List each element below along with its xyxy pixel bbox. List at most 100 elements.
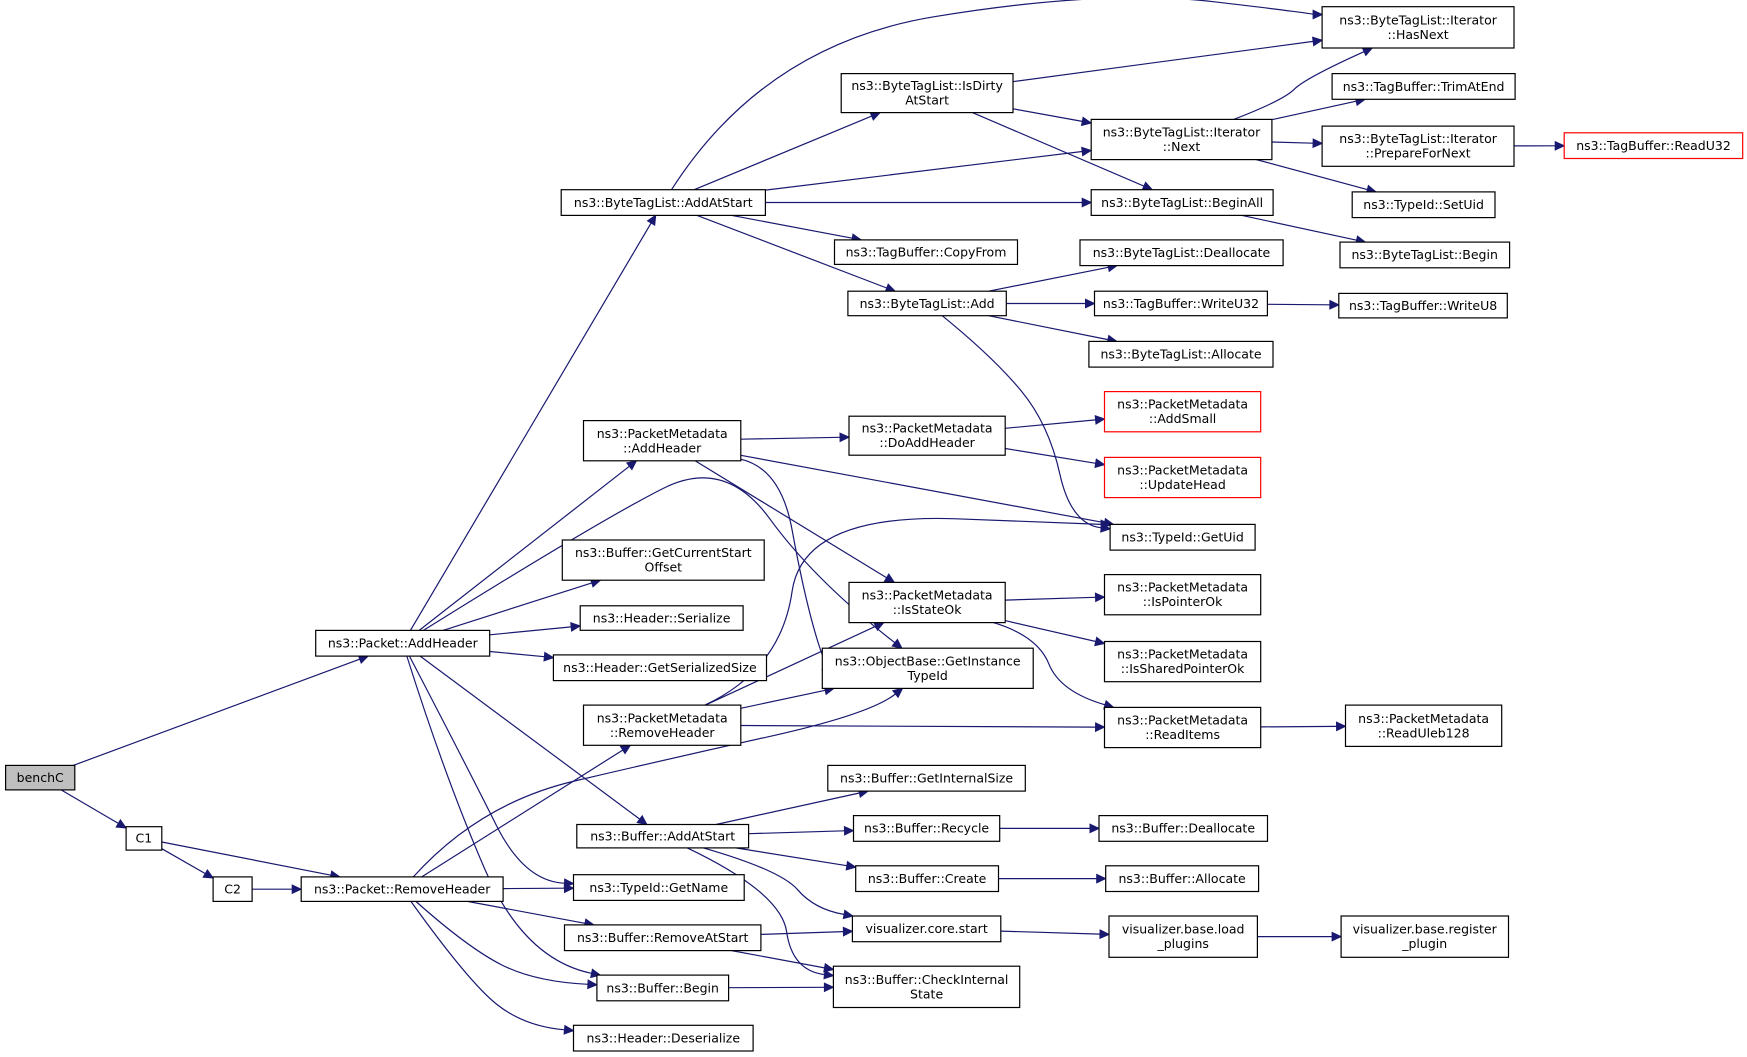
node-label: ::RemoveHeader [610,725,716,740]
node-c2[interactable]: C2 [212,876,253,903]
node-box [561,539,765,581]
node-label: ns3::ByteTagList::IsDirty [851,78,1003,93]
call-edge [1255,158,1368,191]
node-packetmetadata-readuleb128[interactable]: ns3::PacketMetadata::ReadUleb128 [1344,704,1503,747]
node-header-getserializedsize[interactable]: ns3::Header::GetSerializedSize [552,654,768,682]
node-bytetaglist-iterator-hasnext[interactable]: ns3::ByteTagList::Iterator::HasNext [1321,6,1515,49]
node-buffer-allocate[interactable]: ns3::Buffer::Allocate [1105,865,1260,893]
arrowhead-icon [1081,146,1093,157]
node-box [552,654,768,682]
node-packet-removeheader[interactable]: ns3::Packet::RemoveHeader [300,876,504,903]
node-box [1090,118,1273,161]
node-label: ::IsPointerOk [1143,594,1223,609]
node-tagbuffer-trimatend[interactable]: ns3::TagBuffer::TrimAtEnd [1331,72,1516,100]
arrowhead-icon [1094,592,1106,603]
node-buffer-getinternalsize[interactable]: ns3::Buffer::GetInternalSize [827,764,1026,792]
node-label: ns3::ByteTagList::Iterator [1339,131,1497,146]
node-typeid-getname[interactable]: ns3::TypeId::GetName [572,874,745,902]
node-buffer-removeatstart[interactable]: ns3::Buffer::RemoveAtStart [563,924,762,952]
node-label: ns3::PacketMetadata [1117,397,1248,412]
call-edge [694,460,887,579]
node-typeid-setuid[interactable]: ns3::TypeId::SetUid [1351,191,1496,219]
node-label: ns3::TagBuffer::ReadU32 [1576,138,1731,153]
node-label: ns3::TagBuffer::CopyFrom [846,244,1007,259]
node-label: ns3::ByteTagList::Add [860,296,995,311]
node-box [1103,706,1262,749]
node-box [1339,241,1511,269]
node-box [1093,290,1268,317]
node-tagbuffer-readu32[interactable]: ns3::TagBuffer::ReadU32 [1563,132,1744,160]
node-bytetaglist-addatstart[interactable]: ns3::ByteTagList::AddAtStart [560,189,767,216]
arrowhead-icon [1089,823,1101,834]
node-label: ::DoAddHeader [879,435,975,450]
call-edge [1005,419,1096,429]
node-packetmetadata-isstateok[interactable]: ns3::PacketMetadata::IsStateOk [848,581,1006,624]
node-packetmetadata-removeheader[interactable]: ns3::PacketMetadata::RemoveHeader [582,704,742,746]
node-box [300,876,504,903]
arrowhead-icon [842,926,854,937]
node-bytetaglist-allocate[interactable]: ns3::ByteTagList::Allocate [1088,340,1274,368]
node-packetmetadata-addsmall[interactable]: ns3::PacketMetadata::AddSmall [1103,391,1262,433]
node-label: ns3::PacketMetadata [1117,647,1248,662]
node-packetmetadata-updatehead[interactable]: ns3::PacketMetadata::UpdateHead [1103,456,1262,499]
node-header-serialize[interactable]: ns3::Header::Serialize [579,605,744,631]
node-buffer-begin[interactable]: ns3::Buffer::Begin [596,974,730,1002]
node-benchc[interactable]: benchC [4,764,76,791]
node-buffer-create[interactable]: ns3::Buffer::Create [855,865,1000,893]
node-bytetaglist-add[interactable]: ns3::ByteTagList::Add [847,290,1007,317]
node-packetmetadata-ispointerok[interactable]: ns3::PacketMetadata::IsPointerOk [1103,573,1262,616]
arrowhead-icon [1312,9,1324,20]
call-edge [161,841,332,876]
node-box [1338,292,1508,319]
node-packetmetadata-addheader[interactable]: ns3::PacketMetadata::AddHeader [582,420,742,462]
node-buffer-addatstart[interactable]: ns3::Buffer::AddAtStart [576,823,750,849]
node-tagbuffer-writeu32[interactable]: ns3::TagBuffer::WriteU32 [1093,290,1268,317]
node-packetmetadata-readitems[interactable]: ns3::PacketMetadata::ReadItems [1103,706,1262,749]
call-edge [419,655,641,820]
arrowhead-icon [873,621,885,632]
arrowhead-icon [839,432,851,443]
node-visualizer-base-load-plugins[interactable]: visualizer.base.load_plugins [1108,915,1258,958]
node-c1[interactable]: C1 [125,826,163,851]
arrowhead-icon [625,460,638,471]
arrowhead-icon [1331,931,1343,942]
node-typeid-getuid[interactable]: ns3::TypeId::GetUid [1109,523,1256,551]
node-bytetaglist-beginall[interactable]: ns3::ByteTagList::BeginAll [1090,189,1274,216]
node-tagbuffer-writeu8[interactable]: ns3::TagBuffer::WriteU8 [1338,292,1508,319]
call-edge [161,848,206,875]
node-box [563,924,762,952]
node-visualizer-core-start[interactable]: visualizer.core.start [851,915,1002,943]
node-bytetaglist-iterator-next[interactable]: ns3::ByteTagList::Iterator::Next [1090,118,1273,161]
node-buffer-recycle[interactable]: ns3::Buffer::Recycle [852,814,1001,842]
node-box [1109,523,1256,551]
node-box [560,189,767,216]
node-packetmetadata-issharedpointerok[interactable]: ns3::PacketMetadata::IsSharedPointerOk [1103,640,1262,683]
node-label: TypeId [907,668,948,683]
node-box [582,704,742,746]
arrowhead-icon [563,1024,575,1035]
node-bytetaglist-iterator-preparefornext[interactable]: ns3::ByteTagList::Iterator::PrepareForNe… [1321,125,1515,167]
node-label: ns3::Buffer::RemoveAtStart [577,930,749,945]
call-edge [409,222,652,631]
node-bytetaglist-deallocate[interactable]: ns3::ByteTagList::Deallocate [1079,239,1284,267]
call-edge [765,150,1083,191]
node-label: ns3::Buffer::GetInternalSize [840,771,1013,786]
node-label: ns3::Buffer::Create [868,871,987,886]
node-packetmetadata-doaddheader[interactable]: ns3::PacketMetadata::DoAddHeader [848,415,1006,456]
node-packet-addheader[interactable]: ns3::Packet::AddHeader [315,629,491,657]
node-bytetaglist-begin[interactable]: ns3::ByteTagList::Begin [1339,241,1511,269]
arrowhead-icon [845,860,857,871]
node-buffer-deallocate[interactable]: ns3::Buffer::Deallocate [1098,814,1269,842]
node-label: visualizer.base.load [1122,922,1245,937]
node-box [1108,915,1258,958]
node-visualizer-base-register-plugin[interactable]: visualizer.base.register_plugin [1340,915,1510,958]
node-tagbuffer-copyfrom[interactable]: ns3::TagBuffer::CopyFrom [833,239,1019,265]
call-edge [418,465,630,631]
arrowhead-icon [1100,519,1112,530]
node-header-deserialize[interactable]: ns3::Header::Deserialize [572,1024,754,1052]
